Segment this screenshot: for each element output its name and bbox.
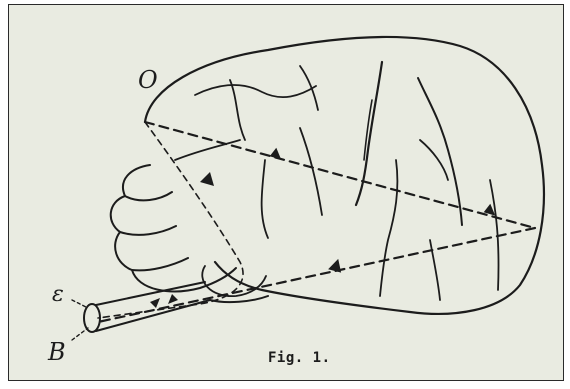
sulcus-4	[420, 140, 448, 180]
label-o: O	[138, 66, 158, 94]
arrowhead-5	[150, 298, 160, 308]
label-epsilon: ε	[52, 282, 64, 307]
arrowhead-4	[200, 172, 214, 186]
sulcus-5	[380, 160, 397, 296]
arrowhead-1	[270, 147, 284, 160]
cerebellum-lobe-3	[115, 232, 188, 270]
sulcus-10	[175, 140, 240, 160]
sulcus-6	[262, 160, 268, 238]
cerebellum-lobe-2	[111, 196, 176, 235]
sulcus-11	[300, 66, 318, 110]
cerebellum-lobe-4	[132, 268, 236, 291]
pointer-epsilon	[72, 300, 88, 308]
cerebellum-lobe-1	[123, 165, 172, 200]
sulcus-7	[300, 128, 322, 215]
path-right-to-stem	[98, 228, 535, 322]
path-o-to-right	[145, 122, 535, 228]
figure-caption: Fig. 1.	[268, 350, 331, 366]
label-b: B	[48, 338, 66, 366]
sulcus-2	[230, 80, 245, 140]
sulcus-1	[195, 85, 316, 97]
cerebrum-outline	[145, 37, 544, 314]
arrowhead-6	[168, 294, 178, 304]
pointer-b	[72, 328, 88, 340]
